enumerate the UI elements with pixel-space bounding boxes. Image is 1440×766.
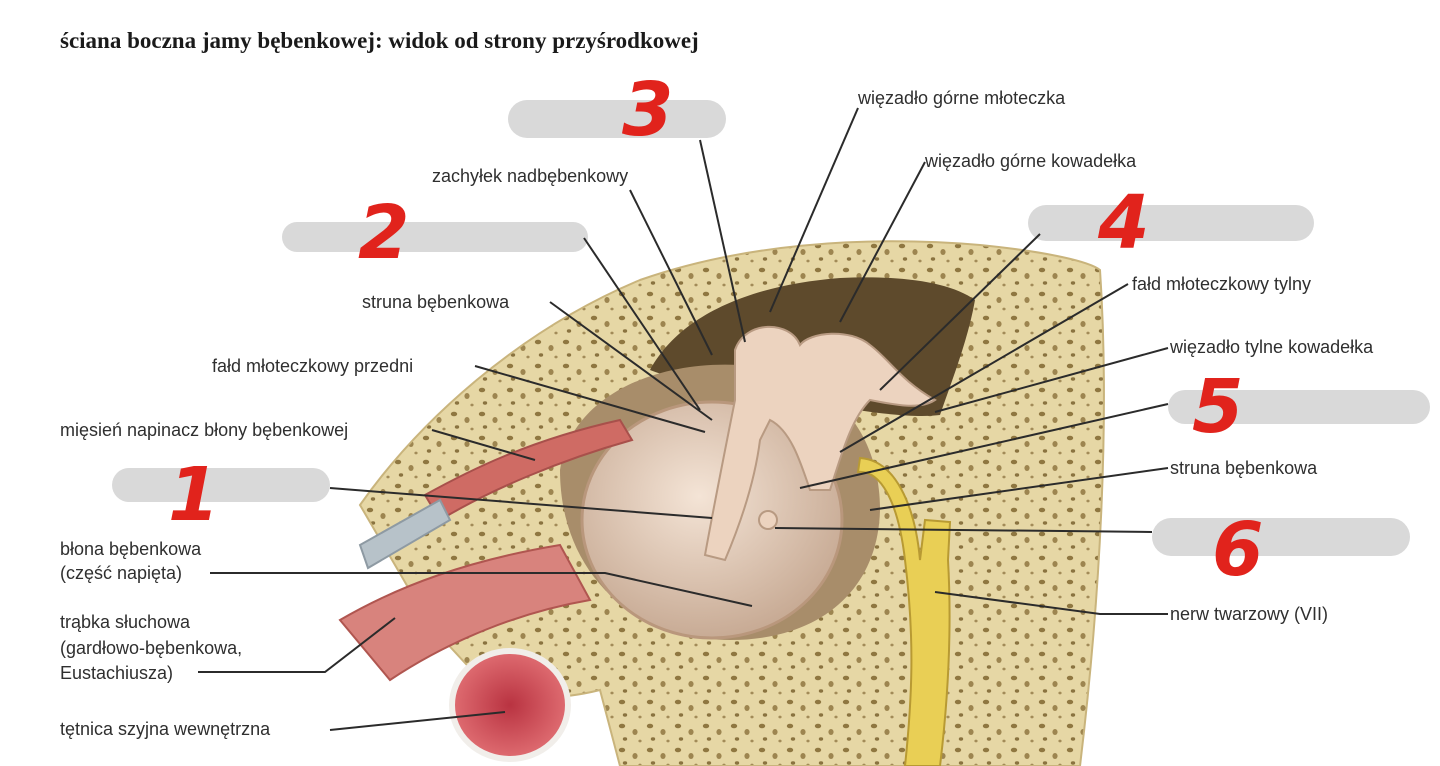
facial-nerve: [856, 456, 952, 766]
handwritten-number-1: 1: [168, 452, 220, 538]
incus-tip: [758, 510, 778, 530]
leader-fald-przedni: [474, 365, 706, 433]
leader-miesien: [431, 429, 536, 461]
redaction-3: [508, 100, 726, 138]
leader-trabka: [198, 617, 396, 673]
leader-wiezadlo-tylne: [934, 347, 1169, 413]
leader-struna-right: [869, 467, 1169, 511]
leader-zachylek: [629, 189, 713, 356]
leader-1: [329, 487, 713, 519]
label-miesien-napinacz: mięsień napinacz błony bębenkowej: [60, 420, 348, 440]
label-struna-bebenkowa-right: struna bębenkowa: [1170, 458, 1318, 478]
labels: więzadło górne młoteczka więzadło górne …: [60, 88, 1374, 739]
handwritten-numbers: 3 2 4 5 1 6: [168, 67, 1264, 593]
label-trabka-line1: trąbka słuchowa: [60, 612, 191, 632]
label-blona-line2: (część napięta): [60, 563, 182, 583]
malleus-incus: [703, 325, 937, 562]
label-wiezadlo-gorne-mloteczka: więzadło górne młoteczka: [857, 88, 1066, 108]
leader-tetnica: [329, 711, 506, 731]
leader-struna-top: [549, 301, 713, 421]
leader-5: [799, 403, 1169, 489]
leader-3: [699, 139, 746, 343]
leader-wiezadlo-gorne-mloteczka: [769, 107, 859, 313]
label-struna-bebenkowa-top: struna bębenkowa: [362, 292, 510, 312]
label-zachylek-nadbebenkowy: zachyłek nadbębenkowy: [432, 166, 628, 186]
handwritten-number-4: 4: [1097, 180, 1150, 266]
redaction-1: [112, 468, 330, 502]
label-trabka-line2: (gardłowo-bębenkowa,: [60, 638, 242, 658]
redaction-4: [1028, 205, 1314, 241]
redaction-5: [1168, 390, 1430, 424]
leader-blona: [210, 572, 753, 607]
internal-carotid-artery: [449, 648, 571, 762]
label-fald-mloteczkowy-tylny: fałd młoteczkowy tylny: [1132, 274, 1311, 294]
label-trabka-line3: Eustachiusza): [60, 663, 173, 683]
tensor-tympani-muscle: [423, 418, 634, 522]
leader-6: [774, 527, 1153, 533]
redaction-2: [282, 222, 588, 252]
leader-2: [583, 237, 701, 411]
redaction-6: [1152, 518, 1410, 556]
label-fald-mloteczkowy-przedni: fałd młoteczkowy przedni: [212, 356, 413, 376]
label-blona-line1: błona bębenkowa: [60, 539, 202, 559]
leader-nerw: [934, 591, 1168, 615]
leader-lines: [198, 107, 1169, 731]
label-nerw-twarzowy: nerw twarzowy (VII): [1170, 604, 1328, 624]
muscle-tendon: [358, 498, 452, 570]
label-tetnica-szyjna: tętnica szyjna wewnętrzna: [60, 719, 271, 739]
leader-fald-tylny: [839, 283, 1129, 453]
leader-4: [879, 233, 1041, 391]
label-wiezadlo-gorne-kowadelka: więzadło górne kowadełka: [924, 151, 1137, 171]
handwritten-number-3: 3: [622, 67, 674, 153]
label-wiezadlo-tylne-kowadelka: więzadło tylne kowadełka: [1169, 337, 1374, 357]
diagram-title: ściana boczna jamy bębenkowej: widok od …: [60, 28, 699, 53]
handwritten-number-5: 5: [1192, 364, 1244, 450]
anatomy-illustration: [338, 240, 1105, 766]
handwritten-number-6: 6: [1212, 507, 1264, 593]
redaction-bars: [112, 100, 1430, 556]
handwritten-number-2: 2: [358, 190, 410, 276]
leader-wiezadlo-gorne-kowadelka: [839, 161, 926, 323]
